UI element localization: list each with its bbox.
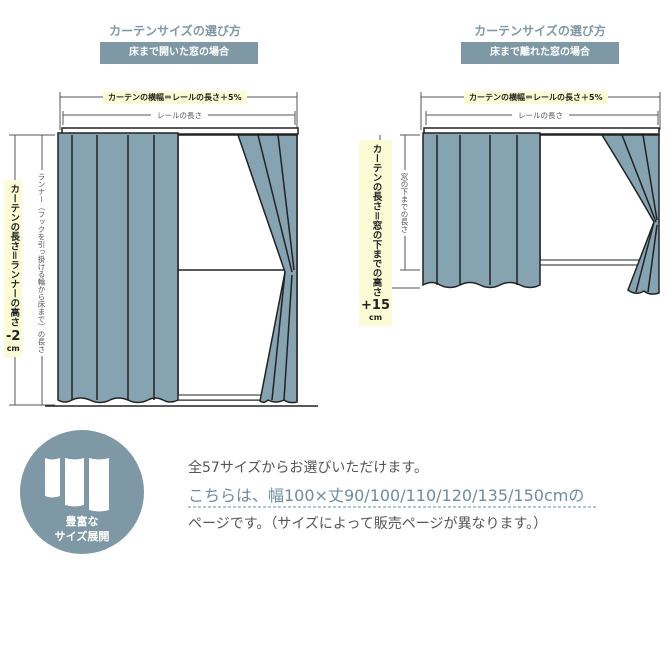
left-width-label: カーテンの横幅＝レールの長さ＋5% — [103, 91, 247, 104]
left-subtitle: 床まで開いた窓の場合 — [100, 42, 258, 64]
left-measure-label: ランナー（フックを引っ掛ける輪から床まで）の長さ — [36, 170, 47, 356]
right-rail-label: レールの長さ — [512, 110, 569, 121]
curtain-icon — [45, 458, 109, 512]
badge-circle — [20, 430, 144, 554]
right-curtain-closed — [422, 132, 541, 289]
info-line2: こちらは、幅100×丈90/100/110/120/135/150cmの — [188, 486, 585, 505]
height-formula-2: ＝窓の下までの高さ — [370, 210, 382, 297]
badge-text: 豊富な サイズ展開 — [20, 514, 144, 544]
right-title: カーテンサイズの選び方 — [474, 24, 606, 38]
right-curtain-open — [600, 134, 660, 295]
right-measure-label: 窓の下までの長さ — [399, 170, 410, 236]
left-height-label: カーテンの長さ＝ランナーの高さ -2 cm — [4, 180, 23, 357]
height-adjust: +15 — [361, 298, 390, 314]
left-title: カーテンサイズの選び方 — [109, 24, 241, 38]
info-line3: ページです。（サイズによって販売ページが異なります。） — [188, 516, 548, 532]
left-rail-label: レールの長さ — [151, 110, 208, 121]
height-formula-1: カーテンの長さ — [370, 144, 382, 211]
badge-line2: サイズ展開 — [54, 530, 110, 543]
height-unit: cm — [368, 313, 383, 323]
height-unit: cm — [6, 343, 20, 353]
left-curtain-open — [236, 134, 298, 404]
info-line1: 全57サイズからお選びいただけます。 — [188, 460, 428, 476]
right-width-label: カーテンの横幅＝レールの長さ＋5% — [464, 91, 608, 104]
left-curtain-closed — [57, 132, 179, 404]
height-adjust: -2 — [6, 328, 21, 344]
badge-line1: 豊富な — [65, 515, 99, 528]
right-subtitle: 床まで離れた窓の場合 — [461, 42, 619, 64]
height-formula: カーテンの長さ＝ランナーの高さ — [8, 184, 20, 327]
right-height-label: カーテンの長さ ＝窓の下までの高さ +15 cm — [359, 140, 392, 327]
